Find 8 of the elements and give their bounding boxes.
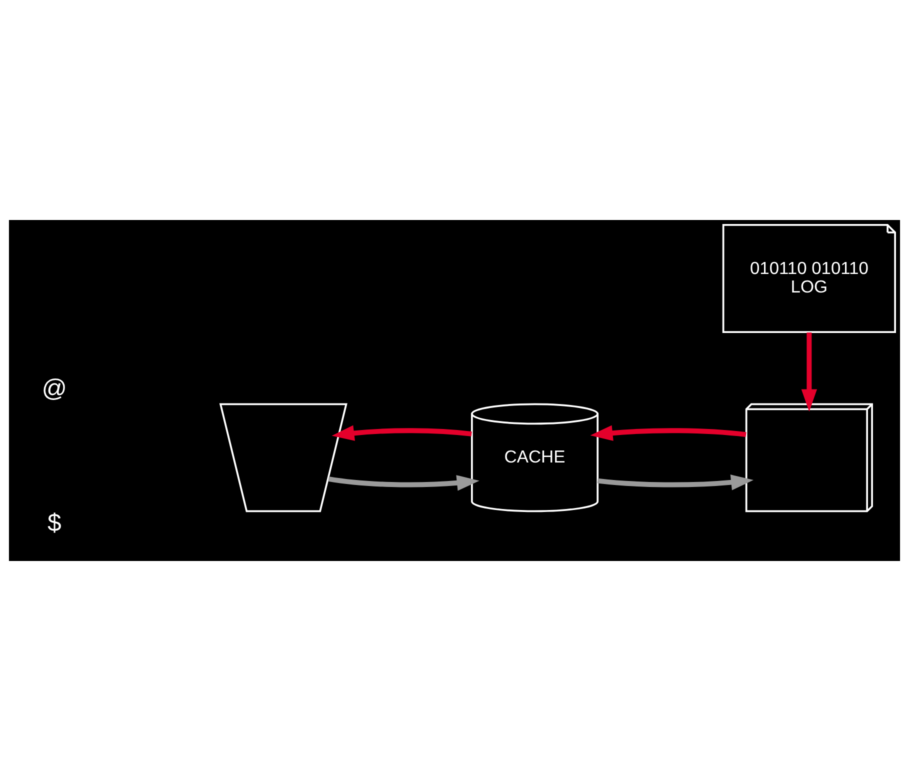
arrow bbox=[801, 332, 818, 412]
arrow bbox=[332, 424, 472, 440]
node-picture bbox=[219, 402, 348, 512]
arrow bbox=[328, 474, 480, 490]
label: @ bbox=[42, 374, 68, 402]
arrow bbox=[597, 474, 754, 490]
label: $ bbox=[47, 508, 62, 537]
arrow bbox=[590, 424, 746, 440]
